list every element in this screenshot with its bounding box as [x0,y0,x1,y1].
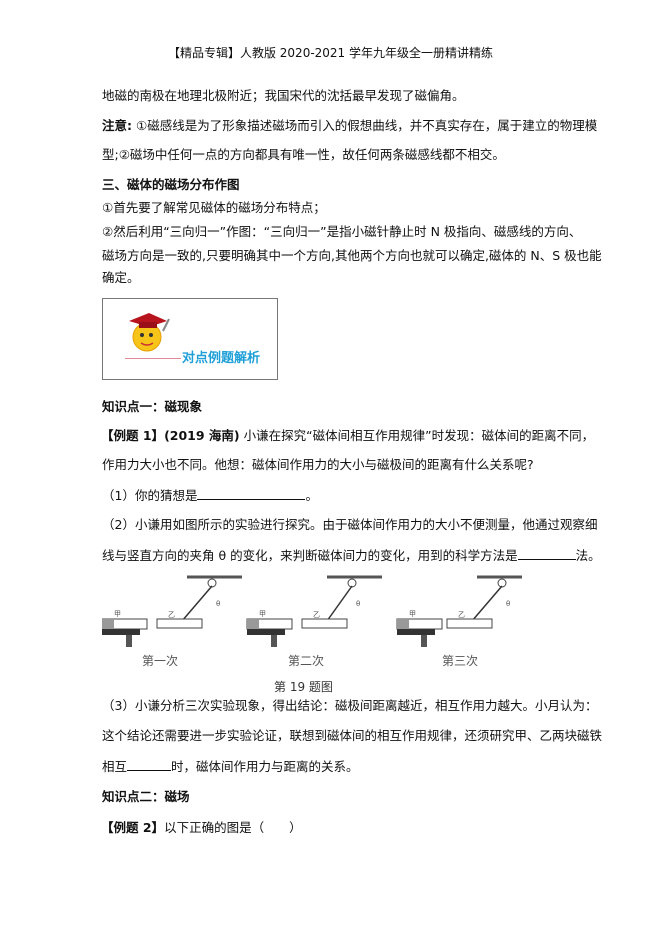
magnet-b [446,618,493,629]
label-theta: θ [356,600,360,608]
example-banner: 对点例题解析 [102,298,278,380]
label-b: 乙 [313,611,320,619]
q1-suffix: 。 [305,488,318,503]
magnet-a-pole [247,619,259,629]
figure-caption: 第三次 [442,654,479,668]
magnet-a-pole [397,619,409,629]
label-theta: θ [506,600,510,608]
figure-title: 第 19 题图 [274,680,333,694]
page-header: 【精品专辑】人教版 2020-2021 学年九年级全一册精讲精练 [167,46,494,60]
example-text: 小谦在探究“磁体间相互作用规律”时发现：磁体间的距离不同， [243,428,595,443]
example-tag: 【例题 1】 [101,428,165,443]
pivot [207,578,217,588]
banner-rule [125,358,181,359]
section-line: 确定。 [102,270,140,285]
label-theta: θ [216,600,220,608]
example-source: (2019 海南) [164,428,240,443]
note-line-2: 型;②磁场中任何一点的方向都具有唯一性，故任何两条磁感线都不相交。 [102,147,505,162]
magnet-b [156,618,203,629]
example-2: 【例题 2】以下正确的图是（ ） [101,820,302,836]
answer-blank[interactable] [127,758,172,771]
section-line: ①首先要了解常见磁体的磁场分布特点； [102,200,326,215]
experiment-figure: 甲 乙 θ 甲 乙 θ 甲 乙 θ 第一次 第二次 第三次 第 19 题图 [101,574,532,694]
knowledge-point-title: 知识点一：磁现象 [102,399,203,414]
example-1-line-2: 作用力大小也不同。他想：磁体间作用力的大小与磁极间的距离有什么关系呢? [102,457,534,472]
q3-suffix: 时，磁体间作用力与距离的关系。 [171,759,359,774]
section-title: 三、磁体的磁场分布作图 [102,177,240,192]
q1-text: （1）你的猜想是 [102,488,198,503]
label-a: 甲 [259,610,266,618]
figure-caption: 第一次 [142,654,179,668]
question-1: （1）你的猜想是 。 [102,487,318,504]
q3-text: 相互 [102,759,128,774]
label-a: 甲 [409,610,416,618]
label-a: 甲 [114,610,121,618]
note-line-1: 注意: ①磁感线是为了形象描述磁场而引入的假想曲线，并不真实存在，属于建立的物理… [102,118,597,134]
question-2-line-1: （2）小谦用如图所示的实验进行探究。由于磁体间作用力的大小不便测量，他通过观察细 [102,517,598,532]
thread [326,585,353,622]
pivot [347,578,357,588]
label-b: 乙 [168,611,175,619]
paragraph: 地磁的南极在地理北极附近；我国宋代的沈括最早发现了磁偏角。 [102,88,465,103]
note-text: ①磁感线是为了形象描述磁场而引入的假想曲线，并不真实存在，属于建立的物理模 [135,118,598,133]
banner-label: 对点例题解析 [182,351,261,366]
table-top [397,629,435,635]
table-top [247,629,285,635]
question-3-line-2: 这个结论还需要进一步实验论证，联想到磁体间的相互作用规律，还须研究甲、乙两块磁铁 [102,728,603,743]
graduate-emoji-icon [129,313,170,352]
table-leg [271,635,277,647]
magnet-b [301,618,348,629]
figure-caption: 第二次 [288,654,325,668]
answer-blank[interactable] [197,487,306,500]
section-line: 磁场方向是一致的,只要明确其中一个方向,其他两个方向也就可以确定,磁体的 N、S… [102,248,602,263]
q2-suffix: 法。 [575,548,601,563]
knowledge-point-title: 知识点二：磁场 [102,789,190,804]
question-3-line-3: 相互 时，磁体间作用力与距离的关系。 [102,758,359,775]
example-1-line-1: 【例题 1】(2019 海南) 小谦在探究“磁体间相互作用规律”时发现：磁体间的… [101,428,594,444]
example-tag: 【例题 2】 [101,820,165,835]
note-label: 注意: [102,118,132,133]
label-b: 乙 [458,611,465,619]
magnet-a-pole [102,619,114,629]
thread [181,585,213,622]
q2-text: 线与竖直方向的夹角 θ 的变化，来判断磁体间力的变化，用到的科学方法是 [102,548,518,563]
answer-blank[interactable] [517,547,576,560]
thread [471,585,503,622]
table-leg [421,635,427,647]
example-text: 以下正确的图是（ ） [164,820,302,835]
section-line: ②然后利用“三向归一”作图：“三向归一”是指小磁针静止时 N 极指向、磁感线的方… [102,224,582,239]
table-leg [126,635,132,647]
question-2-line-2: 线与竖直方向的夹角 θ 的变化，来判断磁体间力的变化，用到的科学方法是 法。 [102,547,601,564]
question-3-line-1: （3）小谦分析三次实验现象，得出结论：磁极间距离越近，相互作用力越大。小月认为： [102,698,598,713]
pivot [497,578,507,588]
table-top [102,629,140,635]
magnet-diagram: 甲 乙 θ 甲 乙 θ 甲 乙 θ [101,575,532,647]
